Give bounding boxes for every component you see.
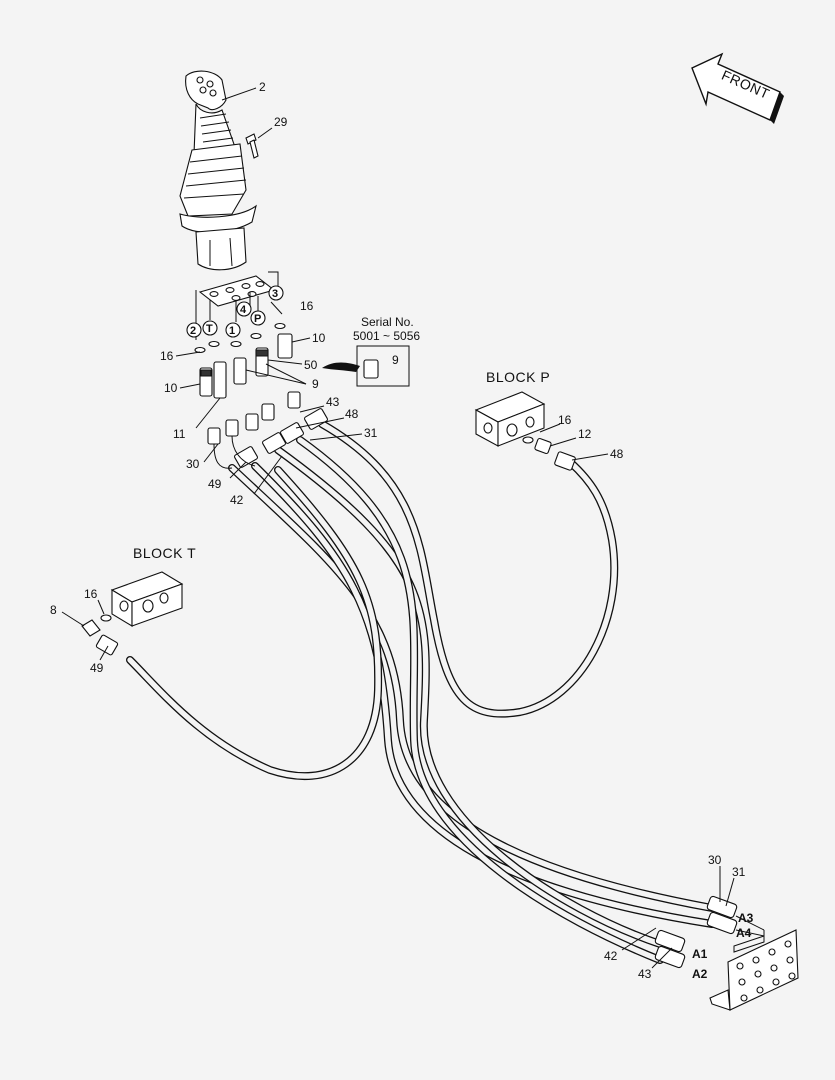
callout-10-left: 10 [164,381,178,395]
block-t: BLOCK T [81,545,196,656]
callout-30-bottom: 30 [708,853,722,867]
callout-49-top: 49 [208,477,222,491]
block-t-title: BLOCK T [133,545,196,561]
port-4: 4 [240,304,247,316]
valve-fittings [194,322,293,399]
callout-31-top: 31 [364,426,378,440]
port-1: 1 [229,325,235,337]
hose-end-fittings [207,391,328,469]
block-p-title: BLOCK P [486,369,550,385]
serial-part: 9 [392,353,399,367]
callout-8: 8 [50,603,57,617]
callout-30-top: 30 [186,457,200,471]
port-3: 3 [272,288,278,300]
callout-31-bottom: 31 [732,865,746,879]
callouts: 2 29 16 10 50 16 10 9 11 43 48 31 30 49 … [50,80,746,981]
outlet-labels: A3 A4 A1 A2 [692,911,754,981]
port-T: T [206,323,213,335]
callout-50: 50 [304,358,318,372]
callout-16-left: 16 [160,349,174,363]
callout-11: 11 [173,427,186,441]
callout-16-top: 16 [300,299,314,313]
callout-43-bottom: 43 [638,967,652,981]
front-arrow: FRONT [691,52,784,124]
callout-49-block-t: 49 [90,661,104,675]
joystick-assembly [179,70,273,271]
hose-bundle [126,420,716,964]
callout-48-top: 48 [345,407,359,421]
leader-lines [61,301,735,969]
port-markers: 2 T 1 4 P 3 [186,285,284,338]
outlet-A2: A2 [692,967,708,981]
outlet-A3: A3 [738,911,754,925]
callout-9: 9 [312,377,319,391]
callout-48-block-p: 48 [610,447,624,461]
outlet-A1: A1 [692,947,708,961]
callout-42-top: 42 [230,493,244,507]
serial-label: Serial No. [361,315,414,329]
outlet-plate [654,895,799,1011]
serial-range: 5001 ~ 5056 [353,329,420,343]
port-P: P [254,313,261,325]
valve-plate [195,271,279,340]
outlet-A4: A4 [736,926,752,940]
port-2: 2 [190,325,196,337]
callout-12: 12 [578,427,592,441]
callout-10-right: 10 [312,331,326,345]
callout-29: 29 [274,115,288,129]
callout-16-block-p: 16 [558,413,572,427]
callout-2: 2 [259,80,266,94]
serial-note: Serial No. 5001 ~ 5056 9 [322,315,420,387]
callout-43-top: 43 [326,395,340,409]
block-p: BLOCK P [474,369,576,471]
callout-16-block-t: 16 [84,587,98,601]
callout-42-bottom: 42 [604,949,618,963]
